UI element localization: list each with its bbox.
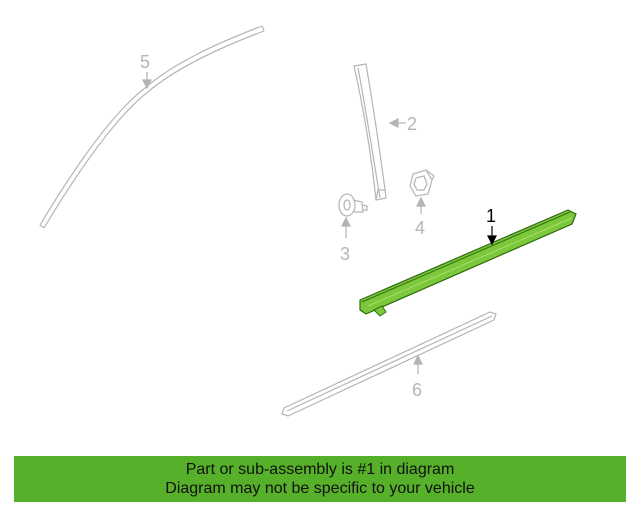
callout-3: 3 <box>340 244 350 264</box>
part-5-roof-molding <box>39 25 265 229</box>
leader-4 <box>416 196 426 214</box>
leader-5 <box>142 72 152 90</box>
banner-line-disclaimer: Diagram may not be specific to your vehi… <box>165 480 475 497</box>
callout-5: 5 <box>140 52 150 72</box>
leader-6 <box>413 354 423 374</box>
part-info-banner: Part or sub-assembly is #1 in diagram Di… <box>14 456 626 502</box>
part-3-clip <box>338 193 368 217</box>
parts-diagram: 5 2 3 4 1 <box>39 25 577 417</box>
callout-6: 6 <box>412 380 422 400</box>
callout-2: 2 <box>407 114 417 134</box>
leader-2 <box>388 118 406 128</box>
leader-1 <box>487 226 497 246</box>
banner-line-part: Part or sub-assembly is #1 in diagram <box>185 461 455 478</box>
part-4-retainer <box>409 169 435 197</box>
part-1-belt-molding <box>359 209 577 317</box>
callout-1: 1 <box>486 206 496 226</box>
leader-3 <box>341 216 351 238</box>
part-2-pillar-garnish <box>353 63 387 201</box>
callout-4: 4 <box>415 218 425 238</box>
part-6-lower-molding <box>281 311 497 417</box>
